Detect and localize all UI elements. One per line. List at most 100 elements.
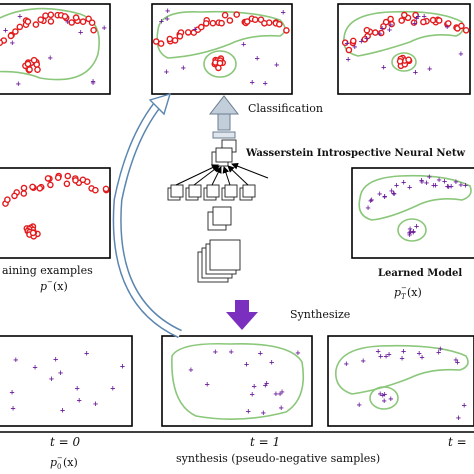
- positive-sample: [388, 20, 395, 28]
- negative-sample: +: [394, 182, 400, 190]
- negative-sample: +: [453, 178, 459, 186]
- synthesize-label: Synthesize: [290, 308, 350, 321]
- negative-sample: +: [456, 414, 462, 422]
- svg-text:p: p: [40, 280, 47, 293]
- positive-sample: [209, 19, 217, 27]
- negative-sample: +: [273, 390, 279, 398]
- negative-sample: +: [388, 21, 394, 29]
- positive-sample: [410, 19, 418, 26]
- model-boundary-arc: [335, 344, 469, 395]
- negative-sample: +: [436, 349, 442, 357]
- positive-sample: [261, 19, 268, 27]
- model-boundary-blob: [397, 218, 427, 242]
- negative-sample: +: [352, 43, 358, 51]
- model-boundary-blob: [203, 50, 237, 78]
- negative-sample: +: [453, 356, 459, 364]
- negative-sample: +: [391, 190, 397, 198]
- negative-sample: +: [15, 80, 21, 88]
- positive-sample: [171, 37, 179, 44]
- negative-sample: +: [437, 345, 443, 353]
- negative-sample: +: [381, 64, 387, 72]
- positive-sample: [166, 35, 174, 43]
- positive-sample: [63, 180, 71, 188]
- negative-sample: +: [444, 23, 450, 31]
- negative-sample: +: [260, 409, 266, 417]
- negative-sample: +: [254, 55, 260, 63]
- positive-sample: [20, 184, 28, 192]
- negative-sample: +: [412, 19, 418, 27]
- positive-sample: [36, 184, 44, 192]
- negative-sample: +: [401, 348, 407, 356]
- positive-sample: [405, 56, 412, 64]
- svg-text:0: 0: [57, 463, 61, 471]
- positive-sample: [176, 33, 184, 40]
- negative-sample: +: [408, 228, 414, 236]
- positive-sample: [202, 20, 210, 27]
- panel-synthesis-tT: ++++++++++++++++++++++: [327, 335, 474, 427]
- negative-sample: +: [360, 357, 366, 365]
- positive-sample: [444, 20, 452, 27]
- svg-text:T: T: [401, 293, 407, 301]
- positive-sample: [34, 66, 41, 73]
- negative-sample: +: [159, 17, 165, 25]
- positive-sample: [226, 17, 234, 24]
- negative-sample-cluster: ++++++++++++++++++: [188, 348, 301, 417]
- negative-sample: +: [249, 78, 255, 86]
- negative-sample: +: [3, 26, 9, 34]
- training-distribution-formula: p − (x): [40, 278, 68, 293]
- negative-sample: +: [356, 401, 362, 409]
- negative-sample: +: [416, 350, 422, 358]
- negative-sample: +: [165, 7, 171, 15]
- synthesis-caption: synthesis (pseudo-negative samples): [176, 452, 380, 465]
- negative-sample-cluster: ++++++++++++++++++: [344, 13, 464, 77]
- positive-sample: [85, 15, 92, 23]
- negative-sample: +: [436, 176, 442, 184]
- positive-sample: [29, 229, 37, 237]
- negative-sample: +: [262, 80, 268, 88]
- model-boundary-arc: [342, 10, 464, 57]
- positive-sample: [79, 18, 87, 26]
- positive-sample: [412, 11, 419, 19]
- panel-learned-model: +++++++++++++++++++++++++++++++++: [351, 167, 474, 259]
- positive-sample: [197, 23, 205, 31]
- model-boundary-blob: [391, 52, 417, 72]
- classification-arrow: [208, 95, 240, 139]
- negative-sample: +: [413, 69, 419, 77]
- negative-sample: +: [65, 18, 71, 26]
- negative-sample: +: [345, 56, 351, 64]
- svg-text:−: −: [401, 284, 407, 292]
- negative-sample: +: [391, 190, 397, 198]
- negative-sample: +: [378, 352, 384, 360]
- svg-text:p: p: [50, 456, 57, 469]
- positive-sample: [215, 64, 222, 72]
- svg-text:−: −: [57, 454, 63, 462]
- negative-sample: +: [90, 79, 96, 87]
- negative-sample: +: [383, 353, 389, 361]
- negative-sample: +: [249, 391, 255, 399]
- negative-sample: +: [47, 54, 53, 62]
- negative-sample: +: [9, 39, 15, 47]
- positive-sample: [398, 17, 406, 24]
- classification-label: Classification: [248, 102, 323, 115]
- negative-sample: +: [369, 196, 375, 204]
- training-examples-label: aining examples: [2, 264, 93, 277]
- negative-sample: +: [387, 26, 393, 34]
- negative-sample: +: [101, 24, 107, 32]
- negative-sample: +: [84, 350, 90, 358]
- positive-sample: [92, 186, 99, 194]
- negative-sample: +: [458, 181, 464, 189]
- negative-sample-cluster: +++++++++++++++++++++++++++++++++: [365, 173, 468, 239]
- svg-text:(x): (x): [53, 280, 68, 293]
- positive-sample: [32, 21, 40, 28]
- negative-sample: +: [407, 225, 413, 233]
- negative-sample: +: [120, 363, 126, 371]
- positive-sample: [47, 181, 54, 189]
- positive-sample: [102, 185, 110, 193]
- negative-sample: +: [382, 193, 388, 201]
- negative-sample: +: [344, 39, 350, 47]
- cnn-connection-arrows: [175, 162, 269, 186]
- positive-sample: [0, 39, 4, 46]
- negative-sample: +: [180, 64, 186, 72]
- svg-text:p: p: [394, 286, 401, 299]
- negative-sample: +: [365, 204, 371, 212]
